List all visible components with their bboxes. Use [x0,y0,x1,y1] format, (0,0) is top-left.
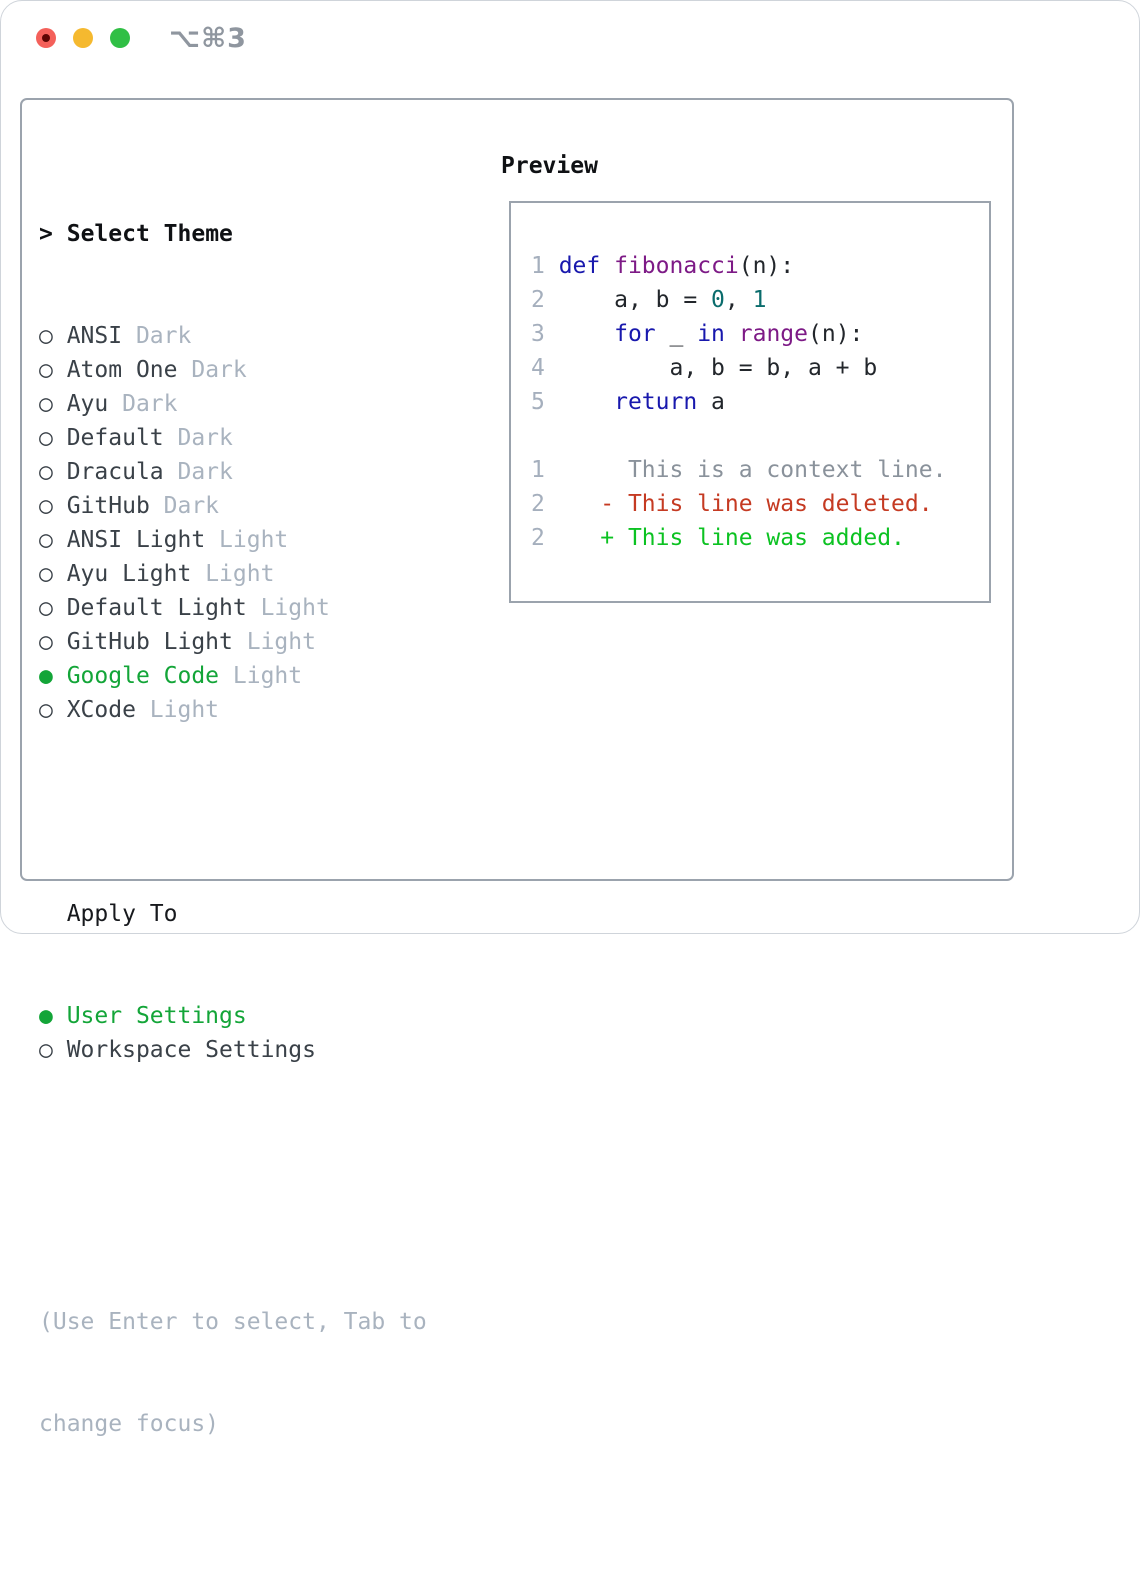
theme-item-github-light[interactable]: ○ GitHub Light Light [39,625,479,659]
theme-item-label: ANSI Light [53,527,219,553]
blank-line [531,419,989,453]
theme-variant-label: Light [233,663,302,689]
code-line-4: 4 a, b = b, a + b [531,351,989,385]
theme-variant-label: Light [219,527,288,553]
unselected-radio-icon: ○ [39,561,53,587]
theme-item-label: Default Light [53,595,261,621]
apply-to-header: Apply To [39,897,479,931]
apply-option-label: Workspace Settings [53,1037,316,1063]
spacer [39,795,479,829]
apply-to-list: ● User Settings○ Workspace Settings [39,999,479,1067]
zoom-button[interactable] [110,28,130,48]
theme-item-label: Ayu Light [53,561,205,587]
titlebar: ⌥⌘3 [1,1,1139,71]
theme-variant-label: Light [205,561,274,587]
theme-variant-label: Dark [177,459,232,485]
theme-selector-column: > Select Theme ○ ANSI Dark○ Atom One Dar… [39,149,479,1577]
diff-context-line: 1 This is a context line. [531,453,989,487]
app-window: ⌥⌘3 > Select Theme ○ ANSI Dark○ Atom One… [0,0,1140,934]
theme-item-label: ANSI [53,323,136,349]
apply-option-workspace-settings[interactable]: ○ Workspace Settings [39,1033,479,1067]
unselected-radio-icon: ○ [39,391,53,417]
apply-option-user-settings[interactable]: ● User Settings [39,999,479,1033]
unselected-radio-icon: ○ [39,1037,53,1063]
unselected-radio-icon: ○ [39,323,53,349]
unselected-radio-icon: ○ [39,459,53,485]
selected-radio-icon: ● [39,663,53,689]
theme-variant-label: Dark [177,425,232,451]
unselected-radio-icon: ○ [39,527,53,553]
theme-item-label: GitHub [53,493,164,519]
theme-variant-label: Light [247,629,316,655]
theme-item-label: Atom One [53,357,191,383]
unselected-radio-icon: ○ [39,595,53,621]
theme-item-xcode[interactable]: ○ XCode Light [39,693,479,727]
theme-item-atom-one[interactable]: ○ Atom One Dark [39,353,479,387]
theme-item-ansi[interactable]: ○ ANSI Dark [39,319,479,353]
selected-radio-icon: ● [39,1003,53,1029]
theme-item-ayu[interactable]: ○ Ayu Dark [39,387,479,421]
minimize-button[interactable] [73,28,93,48]
help-line-1: (Use Enter to select, Tab to [39,1305,479,1339]
window-title: ⌥⌘3 [169,23,247,54]
apply-option-label: User Settings [53,1003,247,1029]
focus-marker: > [39,221,53,247]
unselected-radio-icon: ○ [39,357,53,383]
theme-item-label: Ayu [53,391,122,417]
theme-list: ○ ANSI Dark○ Atom One Dark○ Ayu Dark○ De… [39,319,479,727]
theme-item-github[interactable]: ○ GitHub Dark [39,489,479,523]
code-line-2: 2 a, b = 0, 1 [531,283,989,317]
theme-item-label: GitHub Light [53,629,247,655]
unselected-radio-icon: ○ [39,697,53,723]
help-text: (Use Enter to select, Tab to change focu… [39,1237,479,1509]
theme-item-default[interactable]: ○ Default Dark [39,421,479,455]
code-line-3: 3 for _ in range(n): [531,317,989,351]
theme-variant-label: Dark [164,493,219,519]
diff-deleted-line: 2 - This line was deleted. [531,487,989,521]
theme-item-label: XCode [53,697,150,723]
theme-item-google-code[interactable]: ● Google Code Light [39,659,479,693]
theme-item-ayu-light[interactable]: ○ Ayu Light Light [39,557,479,591]
theme-variant-label: Dark [191,357,246,383]
help-line-2: change focus) [39,1407,479,1441]
preview-header: Preview [501,149,598,183]
spacer [39,1135,479,1169]
theme-variant-label: Dark [136,323,191,349]
code-line-1: 1 def fibonacci(n): [531,249,989,283]
code-line-5: 5 return a [531,385,989,419]
close-button[interactable] [36,28,56,48]
unselected-radio-icon: ○ [39,629,53,655]
theme-item-ansi-light[interactable]: ○ ANSI Light Light [39,523,479,557]
unselected-radio-icon: ○ [39,425,53,451]
theme-item-dracula[interactable]: ○ Dracula Dark [39,455,479,489]
select-theme-header: > Select Theme [39,217,479,251]
theme-item-label: Google Code [53,663,233,689]
theme-item-label: Dracula [53,459,178,485]
theme-variant-label: Light [150,697,219,723]
theme-item-default-light[interactable]: ○ Default Light Light [39,591,479,625]
theme-variant-label: Light [261,595,330,621]
theme-variant-label: Dark [122,391,177,417]
diff-added-line: 2 + This line was added. [531,521,989,555]
select-theme-header-label: Select Theme [67,221,233,247]
unselected-radio-icon: ○ [39,493,53,519]
theme-item-label: Default [53,425,178,451]
